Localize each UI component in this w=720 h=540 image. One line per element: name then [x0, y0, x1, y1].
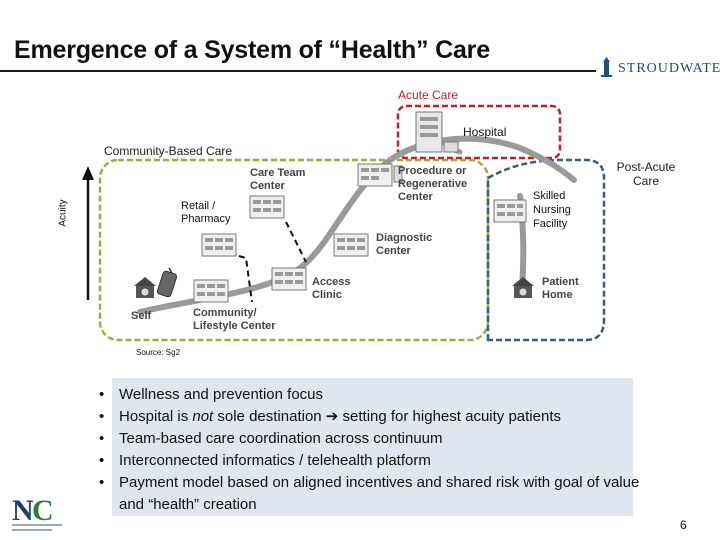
patient-home-line1: Patient — [542, 276, 579, 288]
hospital-label: Hospital — [463, 125, 507, 139]
skilled-nursing-line2: Nursing — [533, 204, 571, 216]
bullet-item: • Wellness and prevention focus — [99, 384, 640, 406]
diagnostic-line1: Diagnostic — [376, 232, 433, 244]
lighthouse-icon — [601, 57, 612, 77]
access-clinic-line1: Access — [312, 276, 351, 288]
retail-pharmacy-building-icon — [249, 195, 285, 219]
bullet-text: Hospital is — [119, 408, 193, 425]
self-label: Self — [131, 310, 152, 322]
retail-pharmacy-label: Retail / Pharmacy — [181, 200, 231, 226]
procedure-building-icon — [357, 163, 403, 187]
self-home-icon — [134, 277, 156, 298]
bullets-background — [112, 378, 633, 516]
community-based-care-label: Community-Based Care — [104, 144, 233, 158]
skilled-nursing-line3: Facility — [533, 218, 568, 230]
diagnostic-line2: Center — [376, 245, 411, 257]
post-acute-care-label: Post-Acute Care — [606, 160, 686, 188]
title-rule — [0, 70, 596, 72]
patient-home-line2: Home — [542, 289, 573, 301]
bullet-emphasis: not — [192, 408, 214, 425]
procedure-line1: Procedure or — [398, 165, 467, 177]
acuity-arrow-head — [82, 166, 94, 180]
procedure-line3: Center — [398, 191, 433, 203]
svg-text:C: C — [32, 494, 54, 527]
access-clinic-building-icon — [271, 267, 307, 291]
dashed-connector-right — [285, 221, 307, 263]
acute-care-region — [396, 104, 562, 160]
acuity-label: Acuity — [57, 199, 69, 227]
care-team-building-icon — [201, 233, 237, 257]
bullet-dot: • — [99, 408, 105, 425]
bullet-text: Payment model based on aligned incentive… — [119, 474, 640, 513]
access-clinic-label: Access Clinic — [312, 276, 351, 302]
community-lifestyle-line1: Community/ — [193, 307, 257, 319]
bullet-text: Team-based care coordination across cont… — [119, 430, 443, 447]
patient-home-label: Patient Home — [542, 276, 579, 302]
page-number: 6 — [680, 518, 687, 532]
nc-organization-logo: N C — [12, 494, 62, 531]
care-team-line2: Center — [250, 180, 285, 192]
bullet-dot: • — [99, 430, 105, 447]
hospital-building-icon — [415, 111, 459, 153]
diagnostic-building-icon — [333, 233, 369, 257]
bullet-dot: • — [99, 386, 105, 403]
diagnostic-center-label: Diagnostic Center — [376, 232, 432, 258]
bullet-item: • Payment model based on aligned incentiv… — [99, 472, 640, 516]
svg-text:N: N — [12, 494, 34, 527]
stroudwater-logo — [601, 57, 612, 77]
procedure-center-label: Procedure or Regenerative Center — [398, 165, 467, 204]
skilled-nursing-building-icon — [493, 199, 527, 223]
bullet-item: • Hospital is not sole destination ➔ sett… — [99, 406, 640, 428]
logo-wordmark: STROUDWATER — [618, 61, 720, 76]
procedure-line2: Regenerative — [398, 178, 468, 190]
bullet-item: • Interconnected informatics / telehealth… — [99, 450, 640, 472]
bullet-dot: • — [99, 452, 105, 469]
care-team-line1: Care Team — [250, 167, 306, 179]
acute-care-label: Acute Care — [398, 88, 459, 102]
retail-pharmacy-line2: Pharmacy — [181, 213, 231, 225]
care-team-center-label: Care Team Center — [250, 167, 305, 193]
community-lifestyle-center-label: Community/ Lifestyle Center — [193, 307, 276, 333]
slide-title: Emergence of a System of “Health” Care — [14, 36, 490, 64]
bullet-text: Wellness and prevention focus — [119, 386, 324, 403]
mobile-phone-icon — [156, 267, 178, 298]
bullet-item: • Team-based care coordination across con… — [99, 428, 640, 450]
access-clinic-line2: Clinic — [312, 289, 342, 301]
community-lifestyle-line2: Lifestyle Center — [193, 320, 276, 332]
post-acute-line2: Care — [632, 174, 659, 188]
post-acute-line1: Post-Acute — [616, 160, 676, 174]
source-note: Source: Sg2 — [136, 348, 181, 357]
skilled-nursing-label: Skilled Nursing Facility — [533, 189, 571, 231]
retail-pharmacy-line1: Retail / — [181, 200, 216, 212]
post-acute-care-region — [486, 158, 606, 342]
community-lifestyle-building-icon — [193, 279, 229, 303]
key-points-list: • Wellness and prevention focus • Hospital… — [99, 384, 640, 516]
patient-home-icon — [512, 277, 534, 298]
bullet-dot: • — [99, 474, 105, 491]
bullet-text-cont: sole destination ➔ setting for highest a… — [213, 408, 561, 425]
bullet-text: Interconnected informatics / telehealth … — [119, 452, 431, 469]
skilled-nursing-line1: Skilled — [533, 190, 566, 202]
